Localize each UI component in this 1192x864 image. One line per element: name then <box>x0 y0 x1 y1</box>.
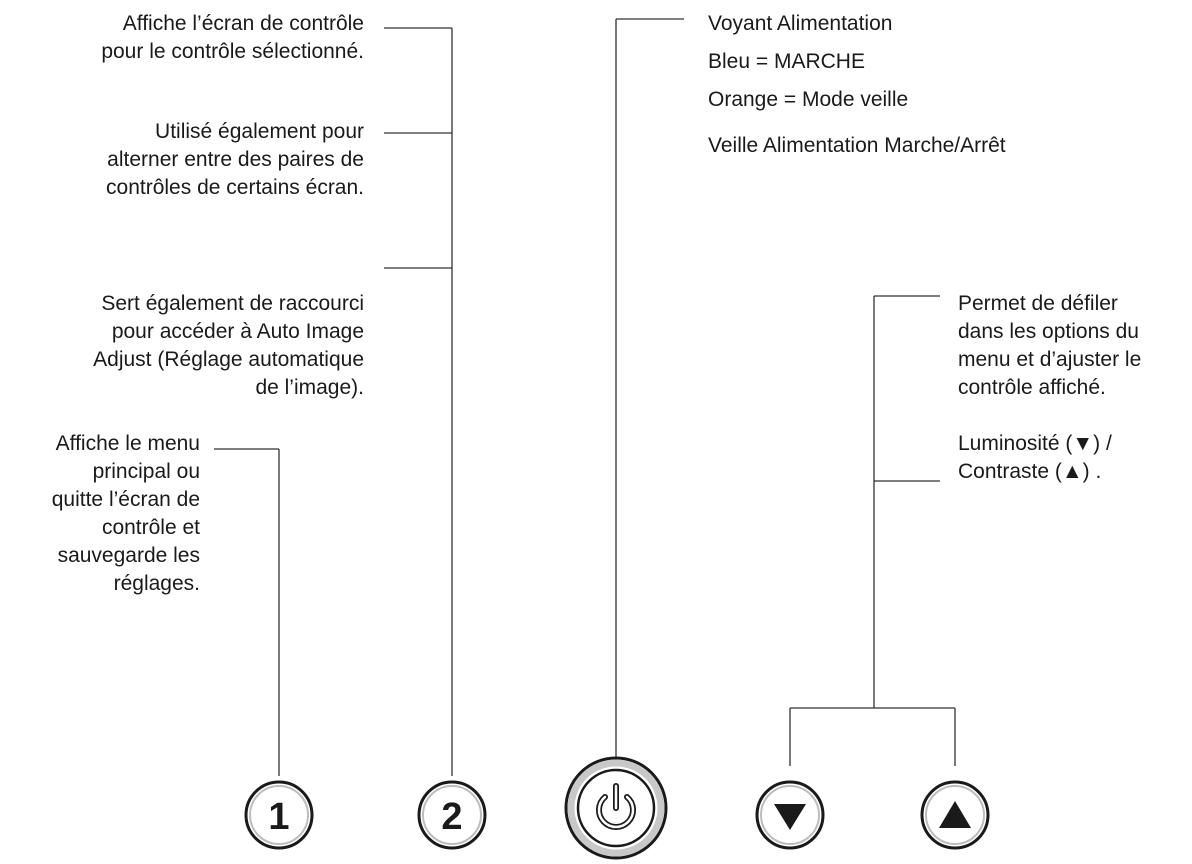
triangle-down-icon <box>774 804 806 830</box>
down-button[interactable] <box>755 780 825 850</box>
button-1-label: 1 <box>268 796 289 838</box>
power-led-orange: Orange = Mode veille <box>708 88 909 111</box>
button-2-description-toggle: Utilisé également pour alterner entre de… <box>106 120 364 199</box>
up-button[interactable] <box>920 780 990 850</box>
power-icon <box>596 783 636 830</box>
power-led-blue: Bleu = MARCHE <box>708 50 865 73</box>
button-1-description: Affiche le menu principal ou quitte l’éc… <box>51 432 200 595</box>
button-2-description-shortcut: Sert également de raccourci pour accéder… <box>93 292 364 399</box>
button-2-description-display: Affiche l’écran de contrôle pour le cont… <box>101 12 364 63</box>
triangle-up-icon <box>939 801 971 828</box>
power-button-description: Veille Alimentation Marche/Arrêt <box>708 134 1006 157</box>
power-led-title: Voyant Alimentation <box>708 12 893 35</box>
button-2[interactable]: 2 <box>417 780 487 850</box>
arrow-buttons-shortcut: Luminosité (▼) / Contraste (▲) . <box>958 432 1112 483</box>
power-button[interactable] <box>564 756 668 860</box>
button-1[interactable]: 1 <box>244 780 314 850</box>
button-2-label: 2 <box>441 796 462 838</box>
arrow-buttons-description: Permet de défiler dans les options du me… <box>958 292 1142 399</box>
